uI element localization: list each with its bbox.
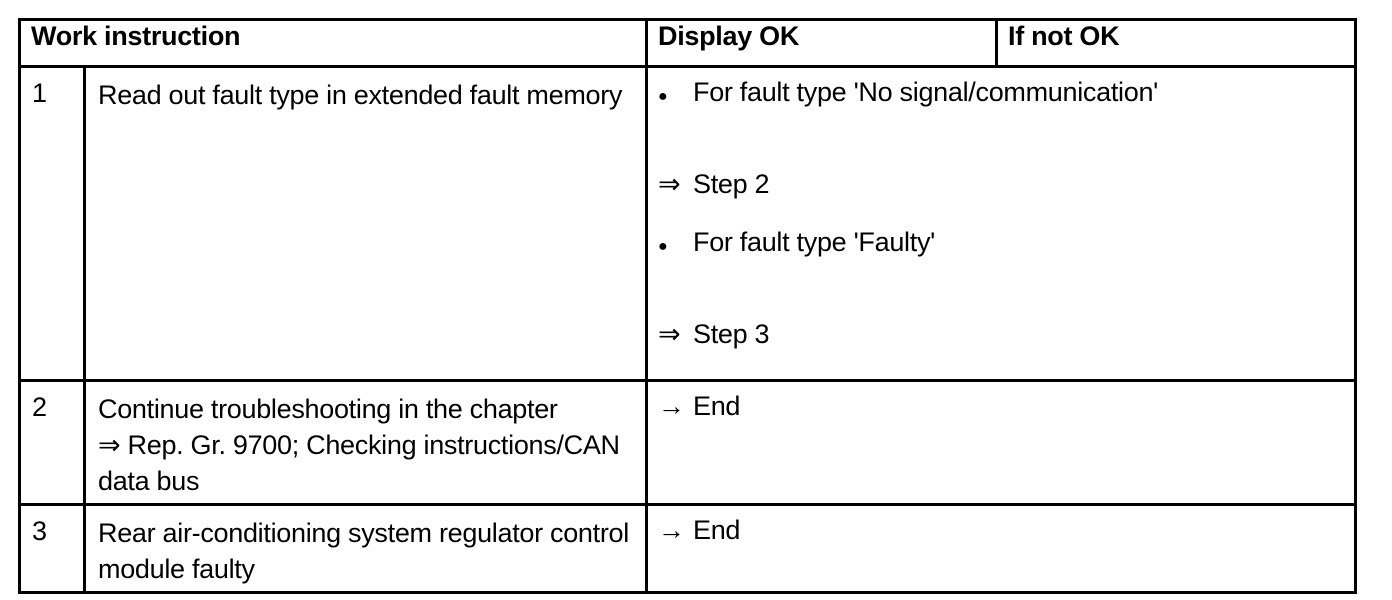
header-row: Work instruction Display OK If not OK <box>18 18 1357 68</box>
bullet-icon: ● <box>658 88 668 105</box>
result-list: → End <box>658 513 1346 547</box>
instruction-text: Continue troubleshooting in the chapter … <box>83 379 648 506</box>
step-number: 2 <box>18 379 86 506</box>
result-text: For fault type 'No signal/communication' <box>693 77 1159 107</box>
result-cell: → End <box>645 379 1357 506</box>
instruction-text: Read out fault type in extended fault me… <box>83 65 648 382</box>
result-text: For fault type 'Faulty' <box>693 227 936 257</box>
header-work-instruction: Work instruction <box>18 18 648 68</box>
result-item: → End <box>658 389 1346 423</box>
troubleshooting-table: Work instruction Display OK If not OK 1 … <box>18 18 1357 594</box>
right-arrow-icon: → <box>658 515 685 545</box>
result-text: Step 2 <box>693 169 770 199</box>
header-display-ok: Display OK <box>645 18 998 68</box>
result-text: End <box>693 515 741 545</box>
result-text: Step 3 <box>693 319 770 349</box>
double-arrow-icon: ⇒ <box>658 319 681 349</box>
double-arrow-icon: ⇒ <box>658 169 681 199</box>
table-row: 1 Read out fault type in extended fault … <box>18 65 1357 382</box>
table-row: 3 Rear air-conditioning system regulator… <box>18 503 1357 594</box>
result-cell: → End <box>645 503 1357 594</box>
step-number: 3 <box>18 503 86 594</box>
result-cell: ● For fault type 'No signal/communicatio… <box>645 65 1357 382</box>
result-item: ⇒ Step 2 <box>658 167 1346 201</box>
result-item: → End <box>658 513 1346 547</box>
result-list: → End <box>658 389 1346 423</box>
instruction-text: Rear air-conditioning system regulator c… <box>83 503 648 594</box>
result-item: ⇒ Step 3 <box>658 317 1346 351</box>
bullet-icon: ● <box>658 238 668 255</box>
result-list: ● For fault type 'No signal/communicatio… <box>658 75 1346 351</box>
right-arrow-icon: → <box>658 391 685 421</box>
result-item: ● For fault type 'Faulty' <box>658 225 1346 264</box>
result-text: End <box>693 391 741 421</box>
header-if-not-ok: If not OK <box>995 18 1357 68</box>
table-row: 2 Continue troubleshooting in the chapte… <box>18 379 1357 506</box>
result-item: ● For fault type 'No signal/communicatio… <box>658 75 1346 114</box>
step-number: 1 <box>18 65 86 382</box>
